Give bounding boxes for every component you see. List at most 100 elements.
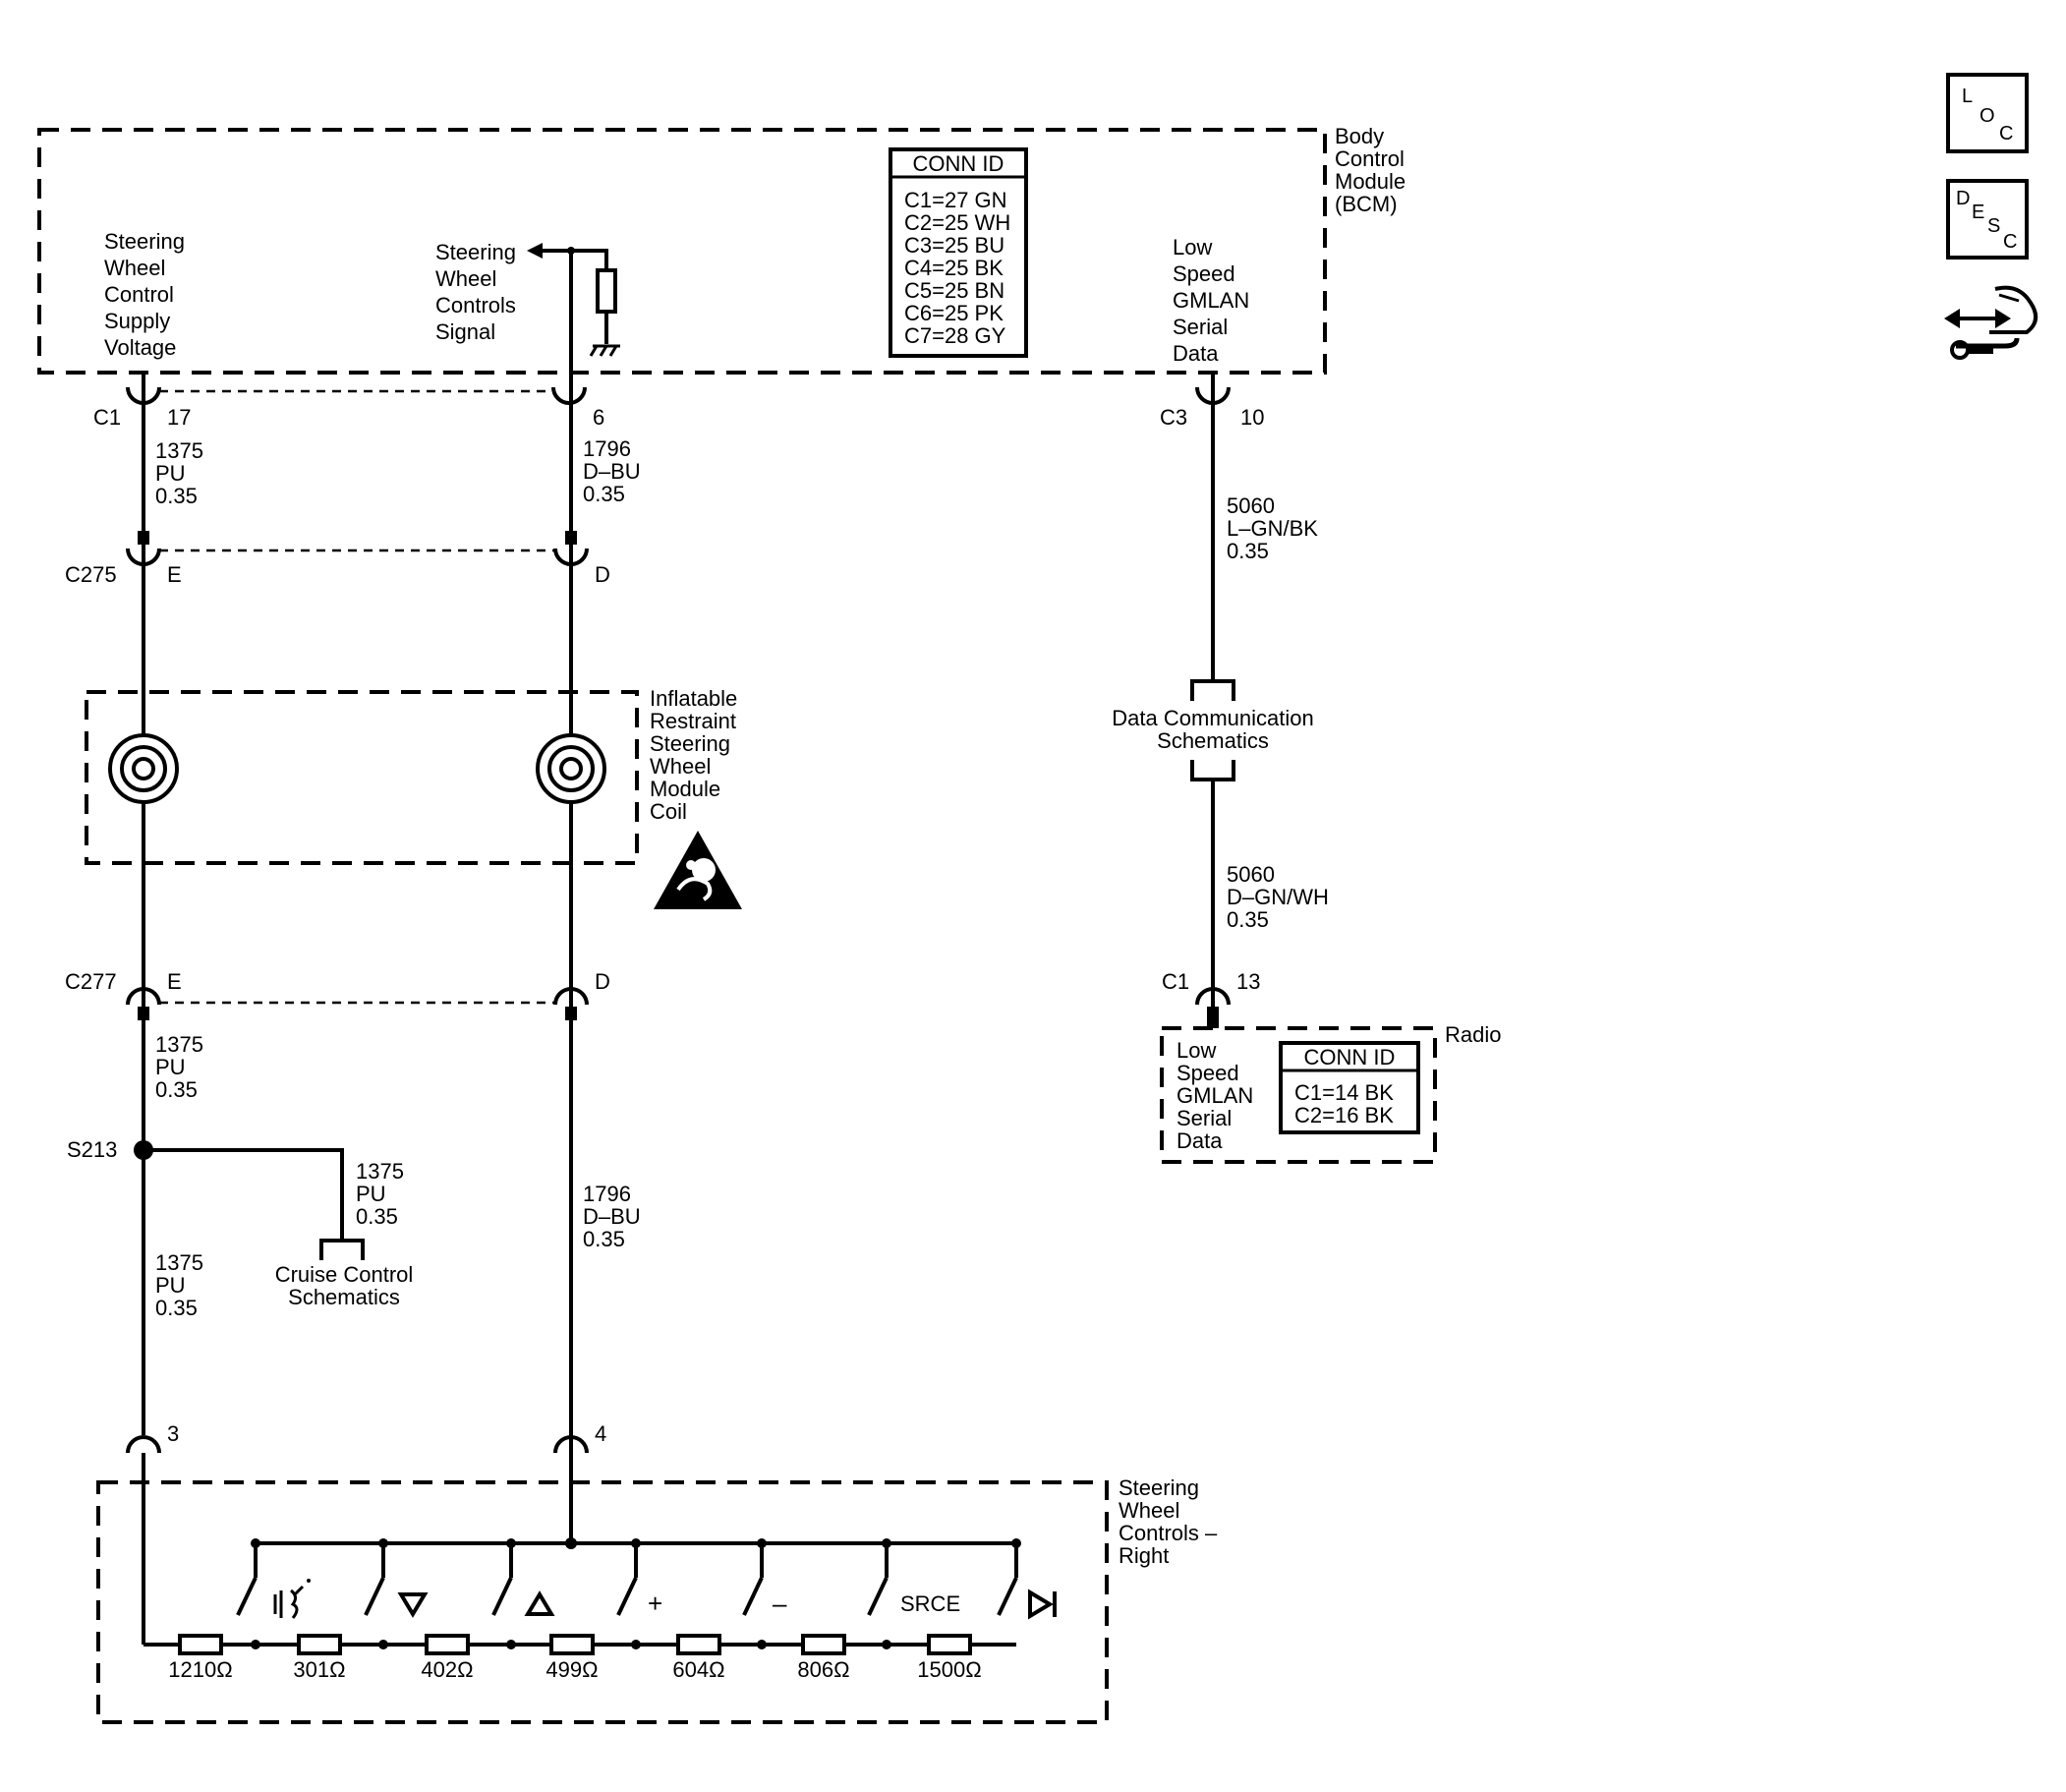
svg-text:0.35: 0.35 (155, 1077, 198, 1102)
svg-text:Body: Body (1335, 124, 1384, 148)
wire-label-1375-branch: 1375 PU 0.35 (356, 1159, 404, 1229)
svg-text:O: O (1980, 105, 1995, 127)
svg-text:Wheel: Wheel (104, 256, 165, 280)
radio-conn-id-table: CONN ID C1=14 BK C2=16 BK (1279, 1041, 1420, 1134)
svg-text:3: 3 (167, 1421, 179, 1446)
svg-text:301Ω: 301Ω (293, 1657, 345, 1682)
svg-text:13: 13 (1236, 969, 1260, 994)
radio-name: Radio (1445, 1022, 1501, 1047)
svg-text:Module: Module (1335, 169, 1406, 194)
svg-text:S213: S213 (67, 1137, 117, 1162)
svg-text:Controls –: Controls – (1119, 1521, 1218, 1545)
radio-box (1160, 1026, 1437, 1164)
svg-text:D–GN/WH: D–GN/WH (1227, 885, 1329, 909)
wire-label-1375-top: 1375 PU 0.35 (155, 438, 203, 508)
svg-text:Data Communication: Data Communication (1112, 706, 1313, 730)
svg-text:PU: PU (155, 1055, 186, 1079)
svg-text:1210Ω: 1210Ω (168, 1657, 232, 1682)
connector-c277: C277 E D (65, 969, 610, 1020)
next-track-icon (1028, 1589, 1057, 1620)
resistor (927, 1634, 972, 1655)
radio-gmlan-label: Low Speed GMLAN Serial Data (1176, 1038, 1253, 1153)
svg-text:Steering: Steering (650, 731, 730, 756)
svg-text:Cruise Control: Cruise Control (275, 1262, 414, 1287)
switch-blade (491, 1577, 513, 1616)
switch-blade (997, 1577, 1018, 1616)
switch-blade (616, 1577, 638, 1616)
data-communication-reference: Data Communication Schematics (1112, 679, 1314, 781)
svg-text:Serial: Serial (1173, 315, 1228, 339)
svg-text:0.35: 0.35 (155, 484, 198, 508)
cruise-branch-wire (143, 1148, 365, 1260)
wire-label-1375-mid: 1375 PU 0.35 (155, 1032, 203, 1102)
resistor (676, 1634, 721, 1655)
coil-name: Inflatable Restraint Steering Wheel Modu… (650, 686, 737, 824)
svg-text:10: 10 (1240, 405, 1264, 430)
svg-text:C3=25 BU: C3=25 BU (904, 233, 1004, 258)
switch-blade (364, 1577, 385, 1616)
svg-text:C1: C1 (93, 405, 121, 430)
signal-pullup-circuit (527, 243, 620, 357)
svg-text:D: D (595, 969, 610, 994)
svg-text:C277: C277 (65, 969, 117, 994)
svg-text:L: L (1962, 86, 1973, 107)
resistor (178, 1634, 223, 1655)
svg-text:C: C (2003, 231, 2017, 253)
wire-label-1375-low: 1375 PU 0.35 (155, 1250, 203, 1320)
svg-text:Steering: Steering (104, 229, 185, 254)
svg-text:D–BU: D–BU (583, 459, 641, 484)
svg-text:Schematics: Schematics (1157, 728, 1269, 753)
svg-text:Data: Data (1173, 341, 1219, 366)
svg-text:6: 6 (593, 405, 604, 430)
svg-text:Supply: Supply (104, 309, 170, 333)
svg-text:1500Ω: 1500Ω (917, 1657, 981, 1682)
svg-text:604Ω: 604Ω (672, 1657, 724, 1682)
svg-text:0.35: 0.35 (1227, 539, 1269, 563)
svg-text:1796: 1796 (583, 1182, 631, 1206)
svg-text:CONN ID: CONN ID (913, 151, 1004, 176)
wire-label-5060-bot: 5060 D–GN/WH 0.35 (1227, 862, 1329, 932)
radio-connector-c1: C1 13 (1162, 969, 1260, 1028)
svg-text:Speed: Speed (1173, 261, 1235, 286)
svg-text:402Ω: 402Ω (421, 1657, 473, 1682)
svg-text:Signal: Signal (435, 319, 495, 344)
minus-icon: – (773, 1589, 787, 1618)
svg-text:1375: 1375 (155, 1032, 203, 1057)
svg-text:Wheel: Wheel (650, 754, 711, 779)
resistor (801, 1634, 846, 1655)
diagnostic-hand-icon[interactable] (1944, 285, 2038, 360)
airbag-warning-icon (654, 831, 742, 909)
svg-text:GMLAN: GMLAN (1176, 1083, 1253, 1108)
svg-text:Inflatable: Inflatable (650, 686, 737, 711)
svg-text:S: S (1987, 215, 2000, 237)
svg-text:C2=16 BK: C2=16 BK (1294, 1103, 1394, 1127)
svg-text:1375: 1375 (155, 438, 203, 463)
connector-c275: C275 E D (65, 531, 610, 587)
svg-text:Voltage: Voltage (104, 335, 176, 360)
svg-text:C5=25 BN: C5=25 BN (904, 278, 1004, 303)
plus-icon: + (648, 1589, 662, 1618)
svg-text:C1=14 BK: C1=14 BK (1294, 1080, 1394, 1105)
svg-text:5060: 5060 (1227, 493, 1275, 518)
loc-icon[interactable]: L O C (1946, 73, 2029, 153)
voice-icon (273, 1579, 311, 1619)
coil-box (85, 690, 639, 865)
svg-text:5060: 5060 (1227, 862, 1275, 887)
swc-connector: 3 4 (126, 1421, 606, 1454)
desc-icon[interactable]: D E S C (1946, 179, 2029, 260)
svg-text:PU: PU (356, 1182, 386, 1206)
switch-blade (742, 1577, 764, 1616)
svg-text:Serial: Serial (1176, 1106, 1232, 1130)
svg-text:Restraint: Restraint (650, 709, 736, 733)
svg-text:C: C (1999, 123, 2013, 145)
splice-s213: S213 (67, 1137, 153, 1162)
svg-text:Steering: Steering (435, 240, 516, 264)
ladder-junction (631, 1640, 641, 1649)
wire-label-1796-top: 1796 D–BU 0.35 (583, 436, 641, 506)
source-icon: SRCE (900, 1591, 960, 1616)
bcm-conn-id-table: CONN ID C1=27 GN C2=25 WH C3=25 BU C4=25… (889, 147, 1028, 358)
svg-text:CONN ID: CONN ID (1304, 1045, 1396, 1069)
svg-text:GMLAN: GMLAN (1173, 288, 1249, 313)
svg-text:E: E (1972, 202, 1984, 223)
